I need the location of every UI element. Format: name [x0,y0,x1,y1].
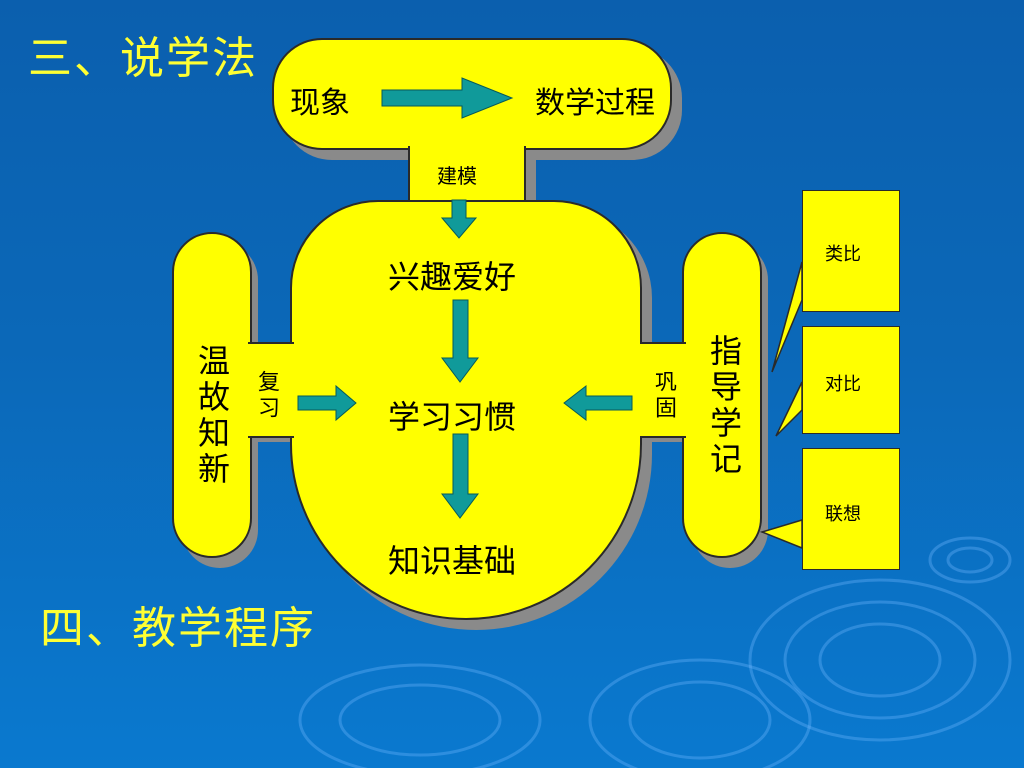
callout-association [802,448,900,570]
knowledge-base-label: 知识基础 [388,542,517,580]
callout-contrast [802,326,900,434]
section-heading-learning-method: 三、说学法 [28,33,258,84]
review-old-label: 温故知新 [193,344,231,488]
guided-study-label: 指导学记 [705,334,743,478]
modeling-label: 建模 [437,164,477,188]
callout-contrast-label: 对比 [825,374,861,395]
phenomenon-label: 现象 [290,86,350,121]
review-connector-label: 复习 [254,370,279,422]
interest-label: 兴趣爱好 [388,258,517,296]
left-connector [248,342,294,438]
left-pill [172,232,252,558]
arrow-habit-to-knowledge [441,433,479,519]
callout-association-label: 联想 [825,504,861,525]
modeling-connector [408,146,526,202]
arrow-phenomenon-to-math [381,77,514,119]
right-connector [640,342,686,438]
arrow-consolidate-to-habit [563,384,633,422]
callout-analogy-label: 类比 [825,244,861,265]
section-heading-teaching-procedure: 四、教学程序 [40,603,316,654]
callout-analogy [802,190,900,312]
consolidate-connector-label: 巩固 [651,370,676,422]
right-pill [682,232,762,558]
arrow-interest-to-habit [441,299,479,383]
math-process-label: 数学过程 [535,86,655,121]
arrow-review-to-habit [297,384,357,422]
study-habit-label: 学习习惯 [388,398,517,436]
arrow-modeling-down [440,199,478,239]
